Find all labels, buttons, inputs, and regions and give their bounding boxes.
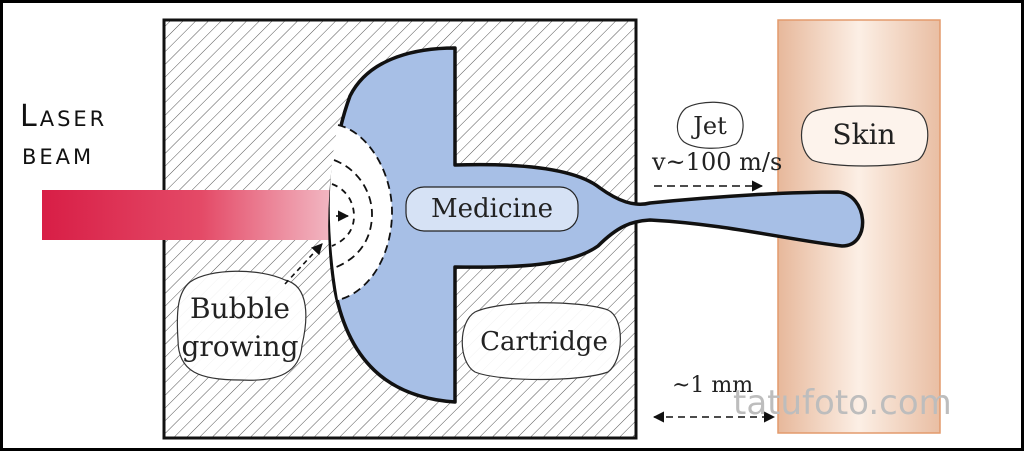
cartridge-label: Cartridge (480, 327, 608, 357)
distance-label: ~1 mm (672, 373, 753, 398)
laser-label-line1: Laser (20, 99, 107, 134)
jet-velocity: v~100 m/s (651, 148, 782, 176)
laser-beam (42, 190, 332, 240)
bubble-label-line2: growing (181, 330, 298, 363)
laser-injection-diagram: Bubble growing Medicine Cartridge Laser … (20, 18, 952, 440)
bubble-front-outer (337, 124, 393, 301)
skin-label: Skin (832, 118, 895, 151)
bubble-label-line1: Bubble (190, 292, 290, 325)
bubble-pointer-arrow (284, 243, 323, 285)
jet-label-cloud (676, 101, 744, 149)
laser-label-line2: beam (22, 137, 94, 172)
cartridge-label-cloud (461, 302, 621, 381)
bubble-front-inner (331, 183, 355, 247)
medicine-label-box (405, 186, 579, 232)
medicine-label: Medicine (431, 194, 553, 224)
bubble-front-middle (333, 159, 373, 269)
jet-label: Jet (690, 112, 727, 140)
watermark: tatufoto.com (733, 383, 952, 423)
bubble-label-cloud (176, 270, 307, 381)
skin-label-cloud (800, 105, 929, 167)
vapor-bubble (329, 125, 392, 300)
